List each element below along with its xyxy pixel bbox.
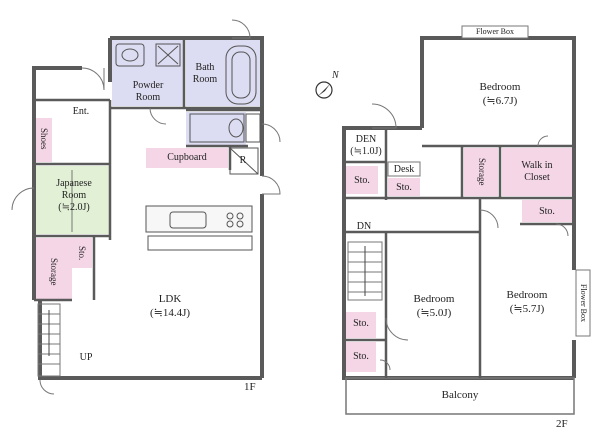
label-flower-box-side: Flower Box <box>579 284 588 322</box>
stairs-2f <box>347 241 383 301</box>
label-sto-den-right: Sto. <box>396 182 412 193</box>
cupboard-area <box>146 148 228 168</box>
toilet-area <box>186 112 246 146</box>
compass-north-label: N <box>332 70 339 81</box>
door-walk-in <box>537 135 549 147</box>
fixtures-1f <box>115 43 261 251</box>
storage-2f-area <box>464 148 498 196</box>
japanese-room-area <box>36 166 110 234</box>
label-ldk: LDK(≒14.4J) <box>149 293 191 319</box>
first-floor <box>11 19 281 395</box>
walk-in-area <box>502 148 572 196</box>
label-balcony: Balcony <box>441 389 479 401</box>
label-sto-walk: Sto. <box>539 206 555 217</box>
sto-den-right-area <box>388 178 420 196</box>
shoes-area <box>36 118 52 162</box>
label-dn: DN <box>356 221 372 232</box>
door-1f-bottom <box>39 379 55 395</box>
stairs-1f <box>37 303 61 377</box>
compass-icon <box>315 81 333 99</box>
label-sto-den-left: Sto. <box>354 175 370 186</box>
door-ldk-right <box>261 175 281 195</box>
label-bedroom-right: Bedroom(≒5.7J) <box>506 289 548 315</box>
sto-den-left-area <box>346 166 378 194</box>
label-storage-1f: Storage <box>49 258 59 286</box>
label-sto-lower2: Sto. <box>353 351 369 362</box>
desk <box>387 161 421 177</box>
balcony <box>345 377 575 415</box>
second-floor <box>342 25 591 415</box>
label-up: UP <box>79 352 93 363</box>
label-sto-lower1: Sto. <box>353 318 369 329</box>
door-sto-walk <box>555 223 569 237</box>
door-bed-right <box>479 209 499 229</box>
label-desk: Desk <box>393 164 415 175</box>
label-refrigerator: R <box>239 155 247 166</box>
label-den: DEN(≒1.0J) <box>350 134 382 157</box>
label-bedroom-main: Bedroom(≒6.7J) <box>479 81 521 107</box>
door-entrance <box>81 67 105 91</box>
flower-box-side <box>575 269 591 337</box>
door-powder <box>149 107 167 125</box>
label-cupboard: Cupboard <box>167 152 207 163</box>
sto-walk-area <box>522 200 572 222</box>
compass: N <box>310 70 344 104</box>
wall-1f-outer <box>110 36 264 176</box>
flower-box-top <box>461 25 529 39</box>
label-storage-2f: Storage <box>477 158 487 186</box>
door-bed-mid <box>385 317 409 341</box>
door-den <box>371 103 397 129</box>
wall-1f-left <box>32 66 82 300</box>
sto-area <box>72 238 92 268</box>
label-shoes: Shoes <box>39 128 49 150</box>
door-sto-lower <box>379 359 391 371</box>
label-sto-1f: Sto. <box>77 245 87 261</box>
storage-area <box>36 238 72 300</box>
wall-1f-bottom <box>38 300 262 380</box>
door-bath-top <box>231 19 251 39</box>
label-bedroom-mid: Bedroom(≒5.0J) <box>413 293 455 319</box>
door-toilet <box>261 123 281 143</box>
door-japanese <box>11 187 35 211</box>
sto-lower2-area <box>346 342 376 372</box>
label-flower-box-top: Flower Box <box>476 27 514 36</box>
sto-lower1-area <box>346 312 376 338</box>
floor-label-2f: 2F <box>556 418 568 430</box>
label-entrance: Ent. <box>72 106 90 117</box>
floor-label-1f: 1F <box>244 381 256 393</box>
